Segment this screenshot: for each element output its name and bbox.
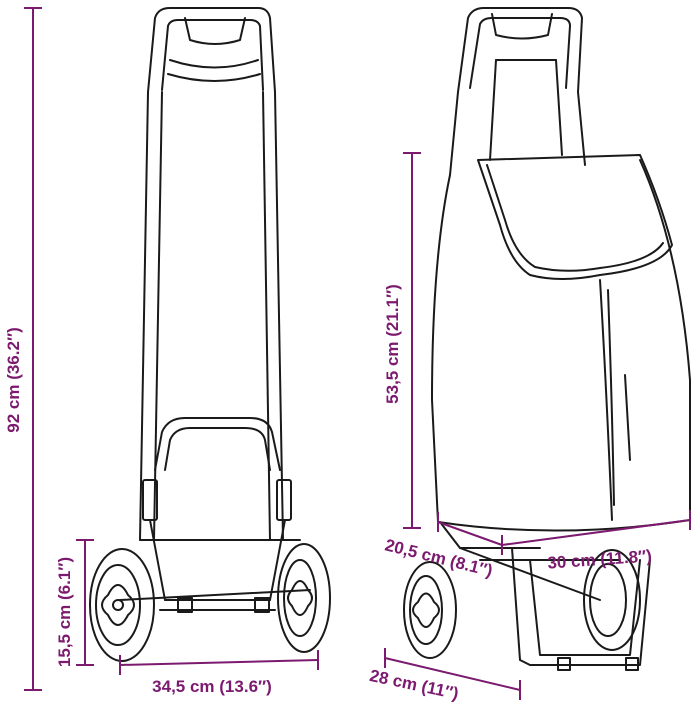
- bag-depth-label: 20,5 cm (8.1″): [383, 535, 495, 580]
- trolley-frame-front-view: [119, 7, 311, 613]
- bag-width-label: 30 cm (11.8″): [547, 546, 653, 572]
- wheel-icon: [89, 548, 155, 662]
- bag-height-label: 53,5 cm (21.1″): [383, 284, 402, 404]
- wheel-icon: [277, 543, 331, 653]
- wheel-icon: [583, 549, 641, 651]
- dimension-lines: [24, 7, 691, 700]
- wheel-height-label: 15,5 cm (6.1″): [55, 557, 74, 667]
- trolley-with-bag-side-view: [431, 7, 691, 671]
- wheel-icon: [403, 561, 457, 659]
- frame-width-label: 34,5 cm (13.6″): [152, 677, 272, 696]
- total-height-label: 92 cm (36.2″): [4, 327, 23, 432]
- base-depth-label: 28 cm (11″): [368, 666, 460, 703]
